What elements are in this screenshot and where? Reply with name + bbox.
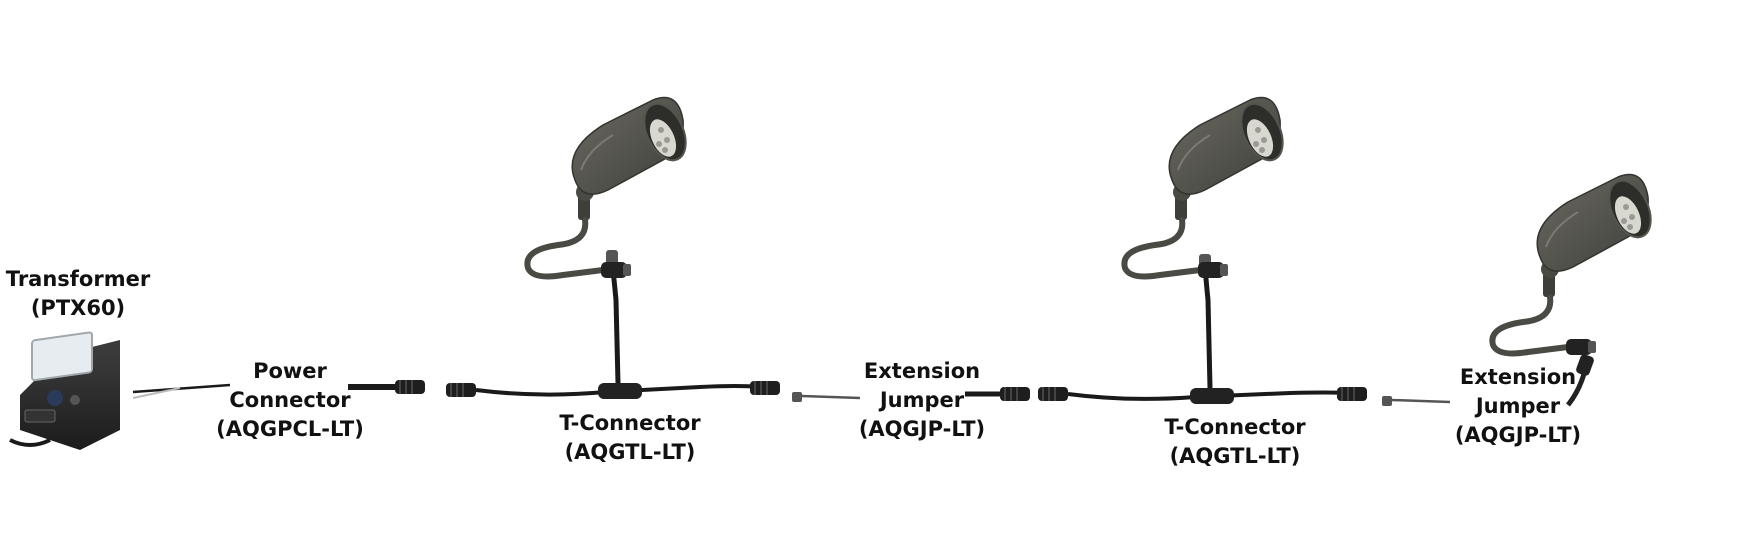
t-connector-2-label-line1: T-Connector <box>1164 415 1306 439</box>
power-connector-icon <box>132 380 425 399</box>
t-connector-1-label-line1: T-Connector <box>559 411 701 435</box>
extension-jumper-icon <box>792 387 1030 402</box>
transformer-label-line2: (PTX60) <box>30 296 126 320</box>
power-connector-label: Power Connector (AQGPCL-LT) <box>216 357 364 444</box>
spotlight-icon <box>1124 97 1291 278</box>
extension-jumper-2-label: Extension Jumper (AQGJP-LT) <box>1455 363 1581 450</box>
extension-jumper-icon <box>1382 354 1594 407</box>
power-connector-label-line1: Power <box>253 359 327 383</box>
t-connector-1-label-line2: (AQGTL-LT) <box>564 440 696 464</box>
extension-jumper-1-label: Extension Jumper (AQGJP-LT) <box>859 357 985 444</box>
spotlight-icon <box>1492 174 1659 355</box>
extension-jumper-2-label-line3: (AQGJP-LT) <box>1454 423 1582 447</box>
t-connector-1-label: T-Connector (AQGTL-LT) <box>559 409 700 467</box>
power-connector-label-line2: Connector <box>229 388 351 412</box>
extension-jumper-2-label-line1: Extension <box>1459 365 1577 389</box>
t-connector-2-label-line2: (AQGTL-LT) <box>1169 444 1301 468</box>
power-connector-label-line3: (AQGPCL-LT) <box>216 417 364 441</box>
extension-jumper-1-label-line3: (AQGJP-LT) <box>858 417 986 441</box>
transformer-label-line1: Transformer <box>5 267 151 291</box>
extension-jumper-1-label-line1: Extension <box>863 359 981 383</box>
transformer-label: Transformer (PTX60) <box>6 265 150 323</box>
transformer-icon <box>9 331 120 450</box>
t-connector-2-label: T-Connector (AQGTL-LT) <box>1164 413 1305 471</box>
extension-jumper-2-label-line2: Jumper <box>1475 394 1561 418</box>
extension-jumper-1-label-line2: Jumper <box>879 388 965 412</box>
